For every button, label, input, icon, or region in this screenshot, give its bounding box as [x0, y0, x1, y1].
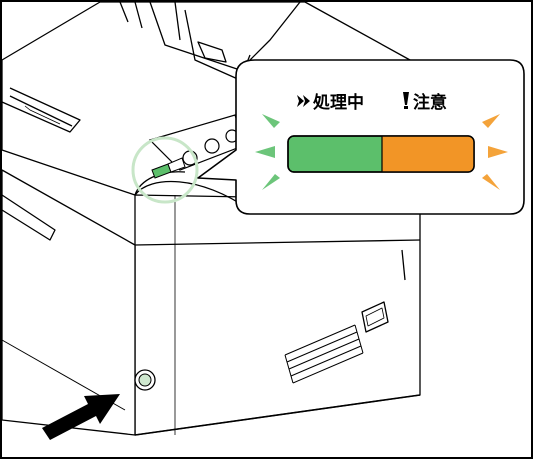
- arrow-pointer-icon: [42, 394, 120, 440]
- double-chevron-right-icon: [297, 95, 310, 107]
- printer-body: [1, 1, 421, 436]
- green-blink-rays: [255, 114, 280, 190]
- power-button-icon[interactable]: [134, 369, 156, 391]
- indicator-bar: [287, 135, 475, 173]
- attention-indicator-label: 注意: [403, 92, 447, 113]
- processing-indicator-label: 処理中: [297, 92, 364, 113]
- orange-blink-rays: [482, 114, 508, 190]
- processing-label: 処理中: [312, 92, 364, 113]
- indicator-leds: [151, 157, 186, 179]
- attention-label: 注意: [413, 92, 447, 113]
- indicator-highlight-circle: [131, 136, 199, 204]
- exclamation-icon: [403, 92, 409, 109]
